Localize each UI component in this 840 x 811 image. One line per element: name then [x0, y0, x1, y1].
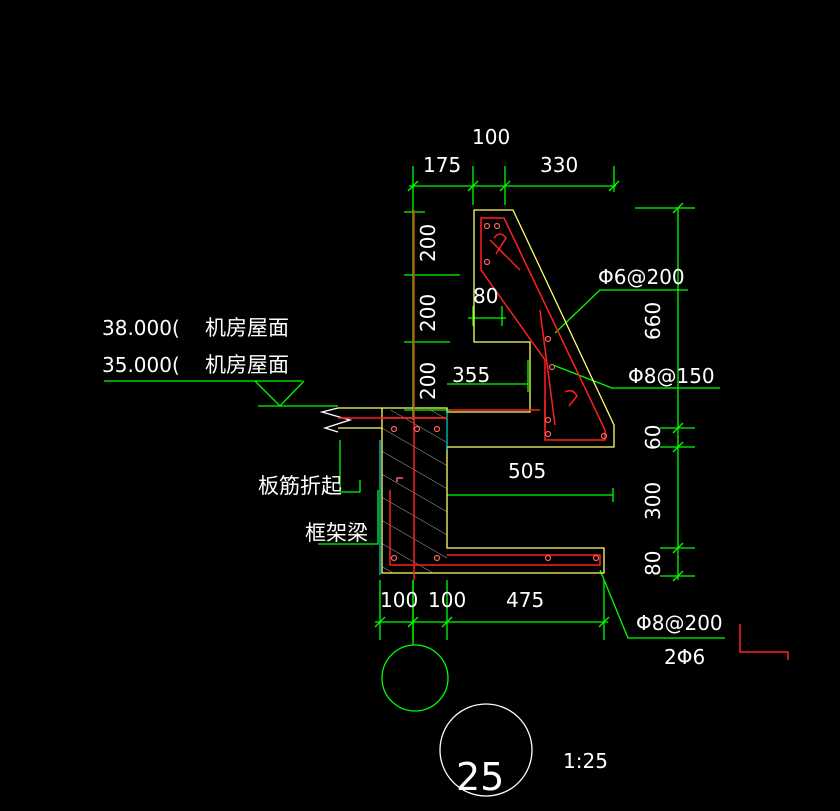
dim-bottom-475: 475	[506, 588, 544, 612]
rebar-callout-1: Φ6@200	[598, 265, 685, 289]
dim-60: 60	[641, 425, 665, 450]
detail-scale: 1:25	[563, 749, 608, 773]
concrete-outline	[319, 209, 615, 574]
rebar-callout-4: 2Φ6	[664, 645, 705, 669]
dim-80-right: 80	[641, 551, 665, 576]
frame-beam-label: 框架梁	[305, 521, 368, 545]
dim-bottom-100-b: 100	[428, 588, 466, 612]
detail-number: 25	[456, 755, 504, 799]
rebar-hooks	[493, 233, 578, 407]
elevation-1: 38.000(	[102, 316, 180, 340]
dim-505: 505	[508, 459, 546, 483]
labels: 100 175 330 200 200 200 80 355 505 660 6…	[102, 125, 723, 669]
cyan-lines	[379, 410, 448, 575]
dim-v-200-c: 200	[416, 362, 440, 400]
dim-v-200-a: 200	[416, 224, 440, 262]
elevation-1-label: 机房屋面	[205, 316, 289, 340]
dim-v-200-b: 200	[416, 294, 440, 332]
dim-660: 660	[641, 302, 665, 340]
dim-bottom-100-a: 100	[380, 588, 418, 612]
dim-top-175: 175	[423, 153, 461, 177]
dim-top-100: 100	[472, 125, 510, 149]
rebars	[338, 210, 789, 660]
detail-marker: 25 1:25	[439, 703, 608, 799]
dim-300: 300	[641, 482, 665, 520]
rebar-callout-2: Φ8@150	[628, 364, 715, 388]
dim-top-330: 330	[540, 153, 578, 177]
rebar-dots	[390, 222, 608, 562]
elevation-2: 35.000(	[102, 353, 180, 377]
dim-80: 80	[473, 284, 498, 308]
elevation-2-label: 机房屋面	[205, 353, 289, 377]
slab-bent-label: 板筋折起	[258, 474, 342, 498]
dim-355: 355	[452, 363, 490, 387]
rebar-callout-3: Φ8@200	[636, 611, 723, 635]
